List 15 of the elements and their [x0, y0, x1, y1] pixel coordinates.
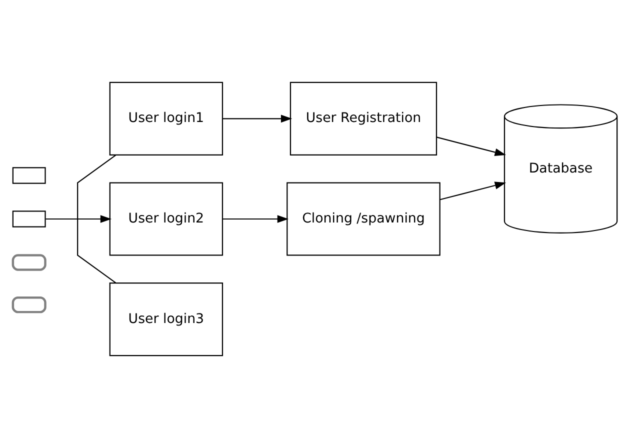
node-box: User login3 [109, 282, 224, 356]
arrow [46, 215, 112, 223]
arrow [440, 182, 506, 200]
arrow [222, 114, 292, 123]
node-pill [12, 296, 46, 314]
node-box: User Registration [290, 82, 438, 156]
node-box [12, 167, 46, 184]
node-box: User login1 [109, 82, 224, 156]
node-box: Cloning /spawning [286, 182, 440, 256]
node-pill [12, 254, 46, 271]
node-box [12, 210, 46, 228]
arrow [222, 215, 289, 223]
arrow [436, 136, 506, 156]
connector [77, 154, 116, 284]
node-box: User login2 [109, 182, 224, 256]
